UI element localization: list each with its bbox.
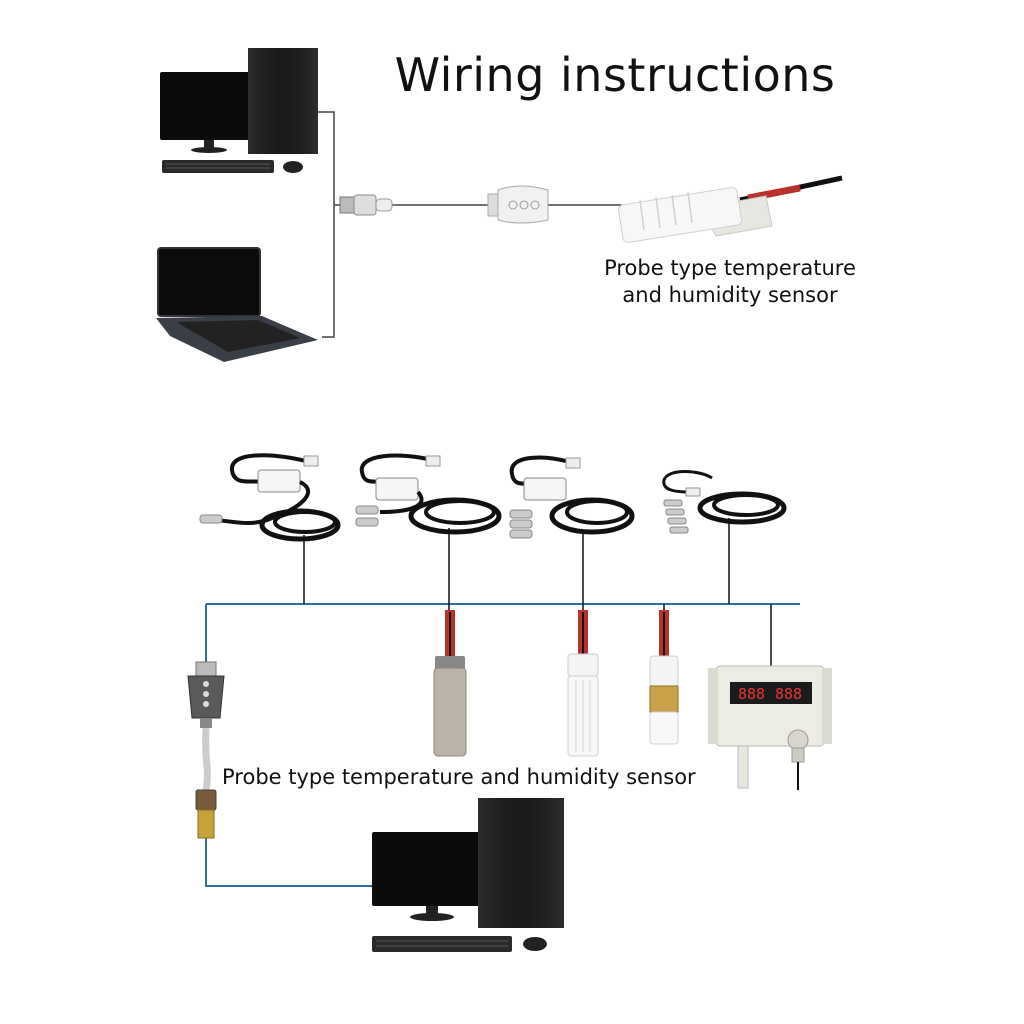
rs485-bus — [205, 603, 800, 887]
bottom-sensor-caption: Probe type temperature and humidity sens… — [222, 765, 696, 789]
top-wiring-lines — [318, 111, 622, 338]
desktop-computer-icon — [372, 798, 564, 952]
desktop-computer-icon — [160, 48, 318, 173]
cable-sensor-icon — [662, 470, 787, 534]
probe-sensor-icon — [567, 610, 599, 757]
probe-sensor-icon — [649, 610, 679, 745]
sensor-drop-lines — [303, 518, 772, 668]
top-sensor-caption-line2: and humidity sensor — [622, 283, 838, 307]
diagram-title: Wiring instructions — [394, 48, 836, 102]
top-sensor-caption: Probe type temperature and humidity sens… — [580, 255, 880, 309]
cable-sensor-icon — [509, 455, 635, 539]
usb-to-rs485-adapter-icon — [187, 661, 225, 839]
probe-sensor-icon — [433, 610, 467, 757]
display-readout-left: 888 — [738, 685, 765, 703]
probe-sensor-icon — [617, 175, 843, 243]
cable-sensor-icon — [199, 453, 341, 542]
display-readout-right: 888 — [775, 685, 802, 703]
laptop-icon — [156, 247, 318, 362]
top-sensor-caption-line1: Probe type temperature — [604, 256, 856, 280]
usb-to-rs485-adapter-icon — [487, 185, 549, 224]
cable-sensor-icon — [355, 453, 502, 535]
wall-transmitter-icon: 888 888 — [708, 665, 832, 790]
usb-plug-icon — [339, 194, 393, 216]
